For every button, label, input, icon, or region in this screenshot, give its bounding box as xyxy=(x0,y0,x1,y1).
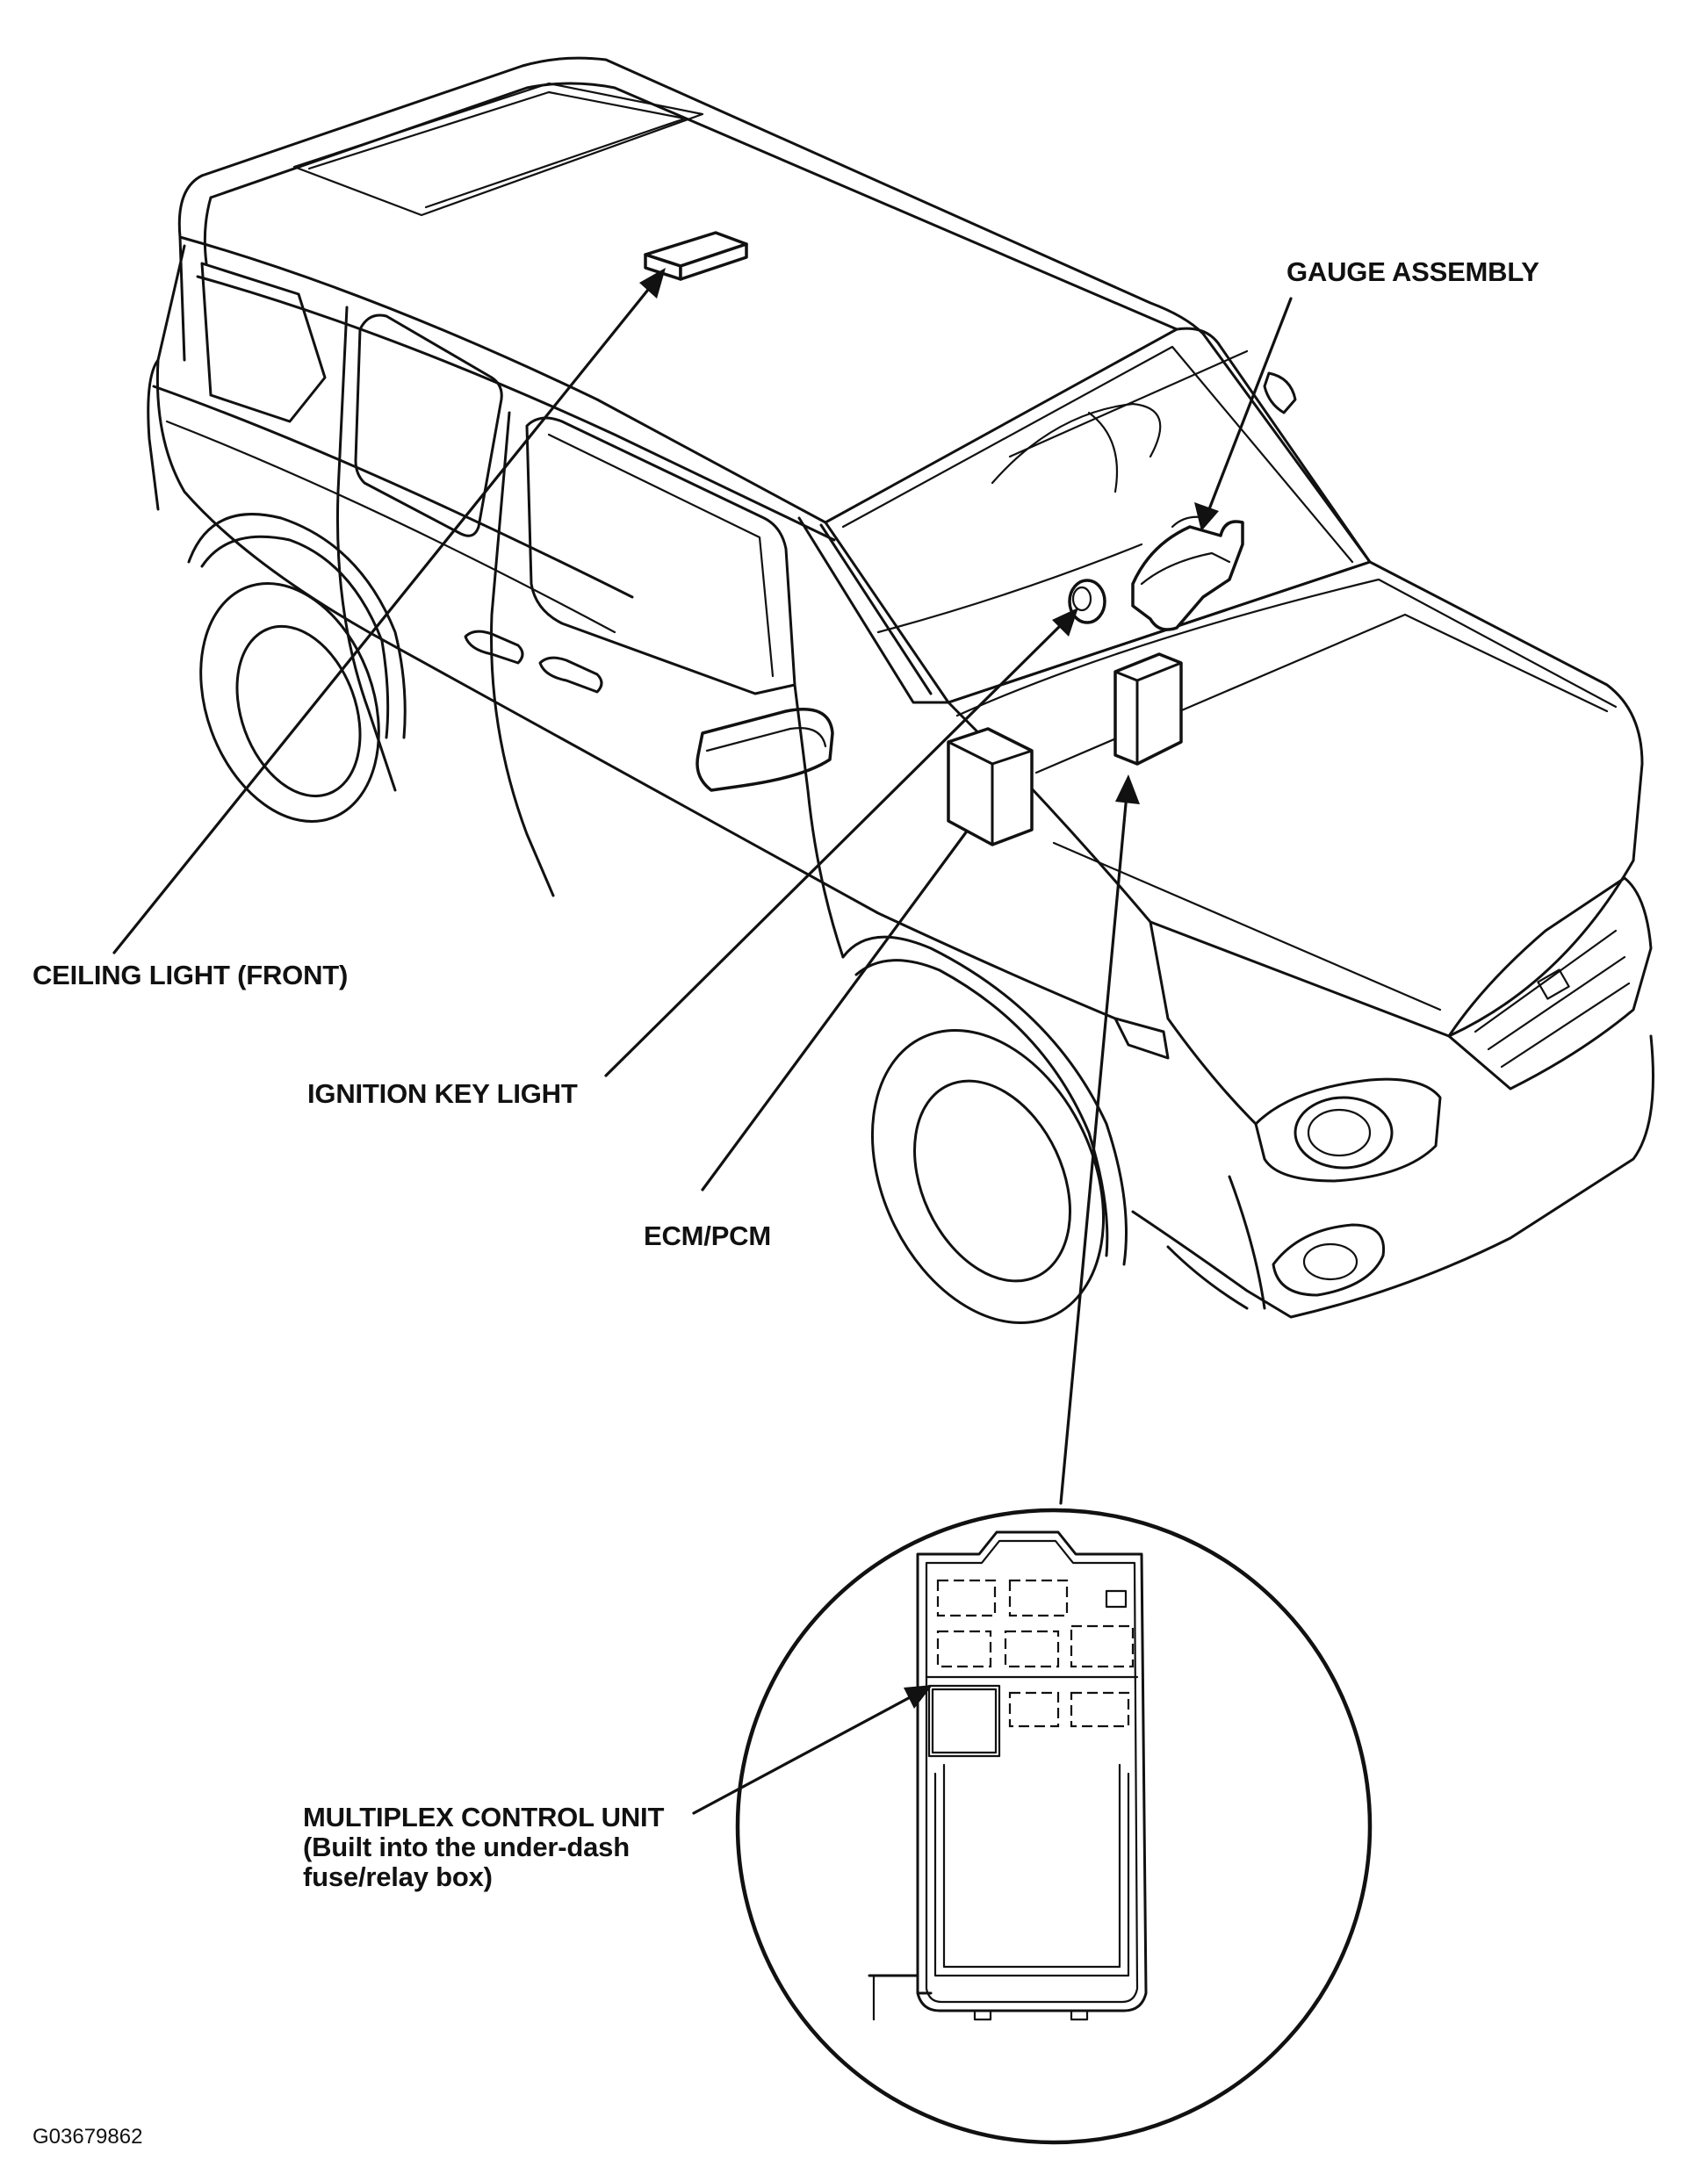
roof-inner-line xyxy=(209,82,1178,331)
ecm-pcm-pointer xyxy=(701,831,968,1191)
sunroof xyxy=(292,82,704,217)
multiplex-label-line2: (Built into the under-dash xyxy=(303,1832,630,1862)
under-dash-box-component xyxy=(1113,652,1183,766)
rear-door-handle xyxy=(464,630,524,665)
gauge-assembly-label: GAUGE ASSEMBLY xyxy=(1286,256,1539,287)
front-wheel-arch xyxy=(841,935,1128,1266)
connector xyxy=(1004,1630,1060,1668)
ecm-pcm-label: ECM/PCM xyxy=(644,1220,771,1251)
side-mirror-left xyxy=(695,708,834,792)
multiplex-inset-pointer xyxy=(1059,793,1128,1505)
connector xyxy=(1070,1691,1130,1728)
side-marker xyxy=(1113,1017,1170,1060)
roof-outline xyxy=(200,56,1372,564)
rear-bumper xyxy=(147,358,160,511)
ceiling-light-label: CEILING LIGHT (FRONT) xyxy=(32,960,349,990)
fog-light xyxy=(1272,1223,1386,1297)
multiplex-label-pointer xyxy=(692,1693,917,1815)
a-pillar xyxy=(797,516,950,704)
callout-pointers xyxy=(112,268,1293,1815)
fuse-box-inset xyxy=(735,1508,1373,2145)
gauge-assembly-component xyxy=(1131,515,1244,631)
wire xyxy=(868,1974,933,1995)
ignition-key-light-pointer xyxy=(604,620,1066,1077)
headlight xyxy=(1254,1077,1442,1183)
multiplex-unit xyxy=(927,1684,1001,1758)
connector xyxy=(936,1630,992,1668)
body-side-lower xyxy=(155,358,1117,1020)
connector xyxy=(936,1579,997,1617)
multiplex-label-line1: MULTIPLEX CONTROL UNIT xyxy=(303,1802,665,1832)
front-door-window xyxy=(525,416,796,695)
rear-wheel-arch xyxy=(187,513,407,739)
ignition-key-light-component xyxy=(1068,579,1106,624)
ceiling-light-component xyxy=(644,231,748,281)
side-mirror-right xyxy=(1263,371,1297,414)
front-grille xyxy=(1447,876,1653,1091)
fuse-box-outline xyxy=(916,1530,1148,2012)
inset-circle xyxy=(735,1508,1373,2145)
rear-side-window xyxy=(354,313,503,537)
ignition-key-light-label: IGNITION KEY LIGHT xyxy=(307,1078,578,1109)
windshield xyxy=(824,327,1372,704)
multiplex-label-line3: fuse/relay box) xyxy=(303,1861,493,1892)
ceiling-light-pointer xyxy=(112,284,653,954)
front-bumper xyxy=(1131,1034,1654,1319)
connector xyxy=(1105,1589,1128,1609)
vehicle-outline xyxy=(147,56,1654,1325)
roof-side-panel xyxy=(178,235,827,524)
rear-wheel xyxy=(199,581,380,824)
rear-quarter-glass xyxy=(200,262,327,423)
figure-id: G03679862 xyxy=(32,2125,143,2149)
roof-rear-edge xyxy=(177,174,204,362)
grille-emblem xyxy=(1537,968,1570,1000)
ecm-pcm-component xyxy=(947,727,1034,846)
components xyxy=(644,231,1244,846)
rear-door-seam xyxy=(335,306,397,792)
connector xyxy=(1070,1624,1135,1668)
front-door-handle xyxy=(538,656,603,694)
connector xyxy=(1008,1579,1069,1617)
connector xyxy=(1008,1691,1060,1728)
gauge-assembly-pointer xyxy=(1206,297,1293,515)
hood xyxy=(947,560,1644,862)
front-wheel xyxy=(870,1028,1106,1325)
